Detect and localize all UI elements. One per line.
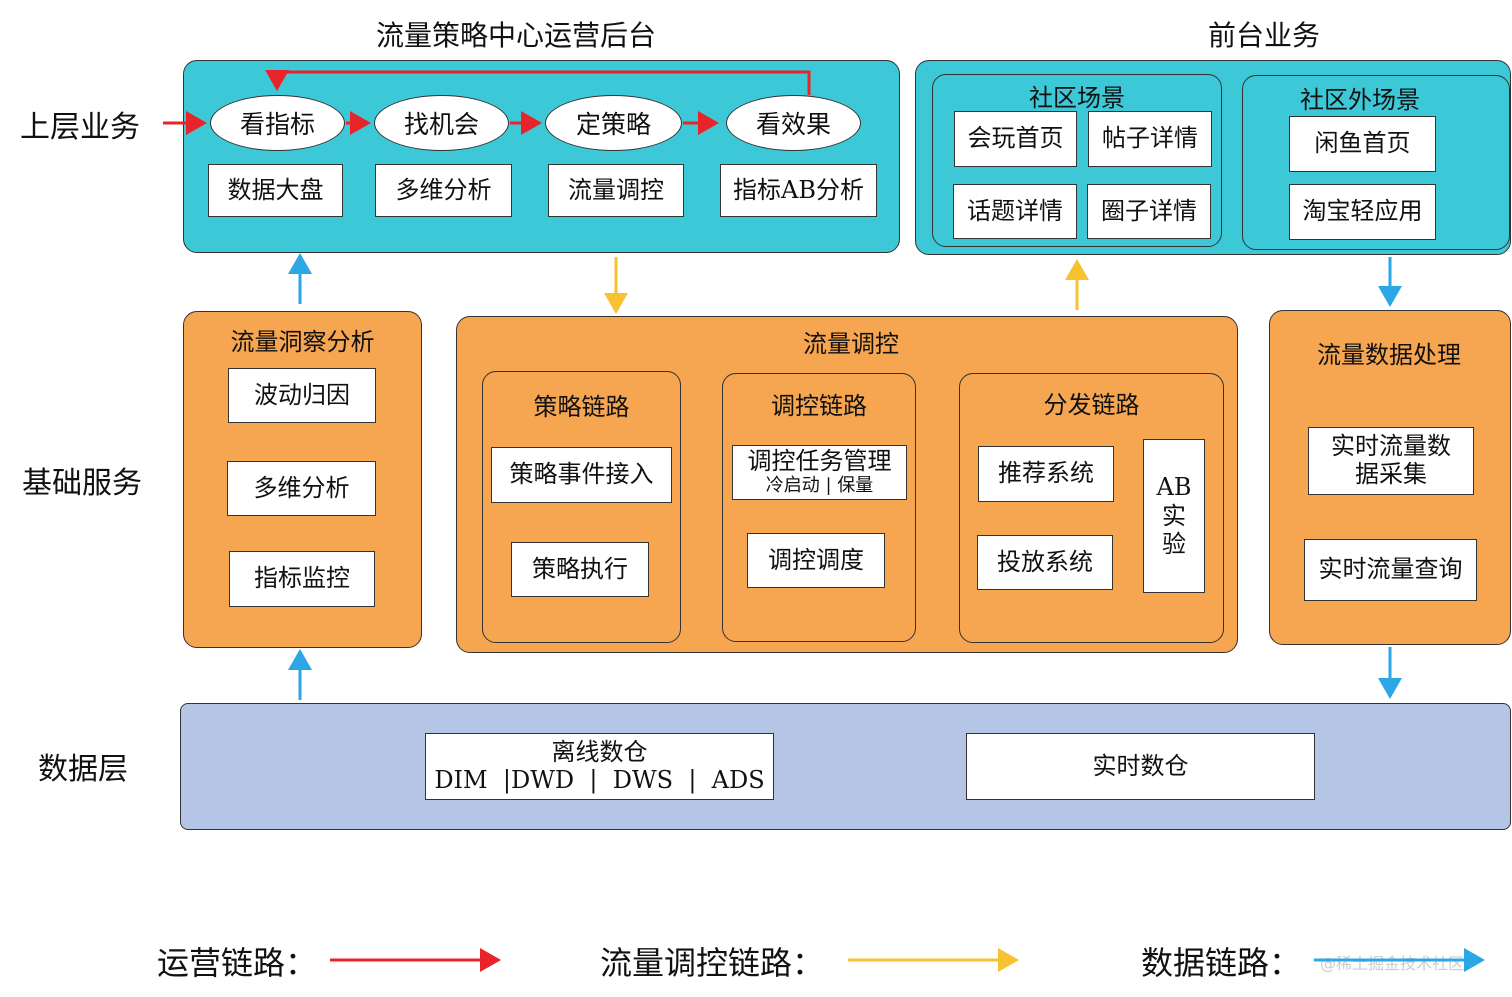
delivery-system: 投放系统 [977, 535, 1113, 590]
insight-monitor: 指标监控 [229, 551, 375, 607]
tool-ab-analysis: 指标AB分析 [720, 164, 877, 217]
community-scene-panel [932, 74, 1222, 247]
data-proc-title: 流量数据处理 [1317, 341, 1461, 369]
realtime-collect-line2: 据采集 [1355, 460, 1427, 488]
ab-experiment-line3: 验 [1162, 530, 1186, 559]
row-label-data: 数据层 [38, 752, 128, 787]
regulate-chain-title: 调控链路 [771, 392, 867, 420]
insight-title: 流量洞察分析 [230, 328, 375, 356]
row-label-mid: 基础服务 [22, 466, 142, 501]
realtime-collect: 实时流量数 据采集 [1308, 427, 1474, 495]
strategy-chain-title: 策略链路 [533, 393, 630, 421]
realtime-query: 实时流量查询 [1304, 539, 1477, 601]
ab-experiment-line1: AB [1156, 472, 1192, 501]
page-taobao-lite: 淘宝轻应用 [1289, 184, 1436, 240]
legend-data-label: 数据链路： [1141, 944, 1302, 982]
regulate-schedule: 调控调度 [747, 533, 885, 588]
control-title: 流量调控 [803, 330, 899, 358]
distribute-chain-panel [959, 373, 1224, 643]
offline-warehouse-sub: DIM |DWD | DWS | ADS [434, 765, 765, 794]
recommend-system: 推荐系统 [978, 446, 1114, 502]
regulate-task-manage-label: 调控任务管理 [747, 447, 892, 476]
ab-experiment-line2: 实 [1162, 501, 1186, 530]
strategy-chain-panel [482, 371, 681, 643]
strategy-event-input: 策略事件接入 [491, 447, 672, 503]
outside-scene-panel [1242, 75, 1510, 250]
legend-ops-label: 运营链路： [157, 944, 318, 982]
page-xianyu-home: 闲鱼首页 [1289, 116, 1436, 172]
insight-fluctuation: 波动归因 [228, 368, 376, 423]
tool-multi-dim: 多维分析 [375, 164, 512, 217]
step-view-effect: 看效果 [726, 95, 861, 151]
realtime-collect-line1: 实时流量数 [1331, 432, 1451, 461]
row-label-top: 上层业务 [20, 110, 140, 145]
realtime-warehouse: 实时数仓 [966, 733, 1315, 800]
page-post-detail: 帖子详情 [1088, 111, 1212, 167]
offline-warehouse-title: 离线数仓 [551, 737, 648, 766]
ab-experiment: AB 实 验 [1143, 439, 1205, 593]
backend-panel [183, 60, 900, 253]
frontend-title: 前台业务 [1208, 19, 1321, 52]
step-find-opportunity: 找机会 [374, 95, 509, 151]
distribute-chain-title: 分发链路 [1043, 391, 1140, 419]
backend-title: 流量策略中心运营后台 [376, 19, 657, 52]
ops-arrow-loop [265, 70, 811, 95]
offline-warehouse: 离线数仓 DIM |DWD | DWS | ADS [425, 733, 774, 800]
regulate-task-manage-sub: 冷启动 | 保量 [765, 474, 874, 496]
tool-dashboard: 数据大盘 [208, 164, 343, 217]
community-scene-title: 社区场景 [1029, 84, 1125, 112]
strategy-execute: 策略执行 [511, 542, 649, 597]
regulate-chain-panel [722, 373, 916, 642]
legend-control-label: 流量调控链路： [600, 944, 825, 982]
page-topic-detail: 话题详情 [953, 184, 1077, 239]
step-view-metrics: 看指标 [210, 95, 345, 151]
outside-scene-title: 社区外场景 [1300, 86, 1420, 114]
step-set-strategy: 定策略 [545, 95, 682, 151]
page-circle-detail: 圈子详情 [1087, 184, 1211, 239]
page-huiwan-home: 会玩首页 [954, 111, 1077, 167]
tool-traffic-control: 流量调控 [548, 164, 684, 217]
regulate-task-manage: 调控任务管理 冷启动 | 保量 [732, 445, 907, 500]
insight-multi-dim: 多维分析 [227, 461, 376, 516]
